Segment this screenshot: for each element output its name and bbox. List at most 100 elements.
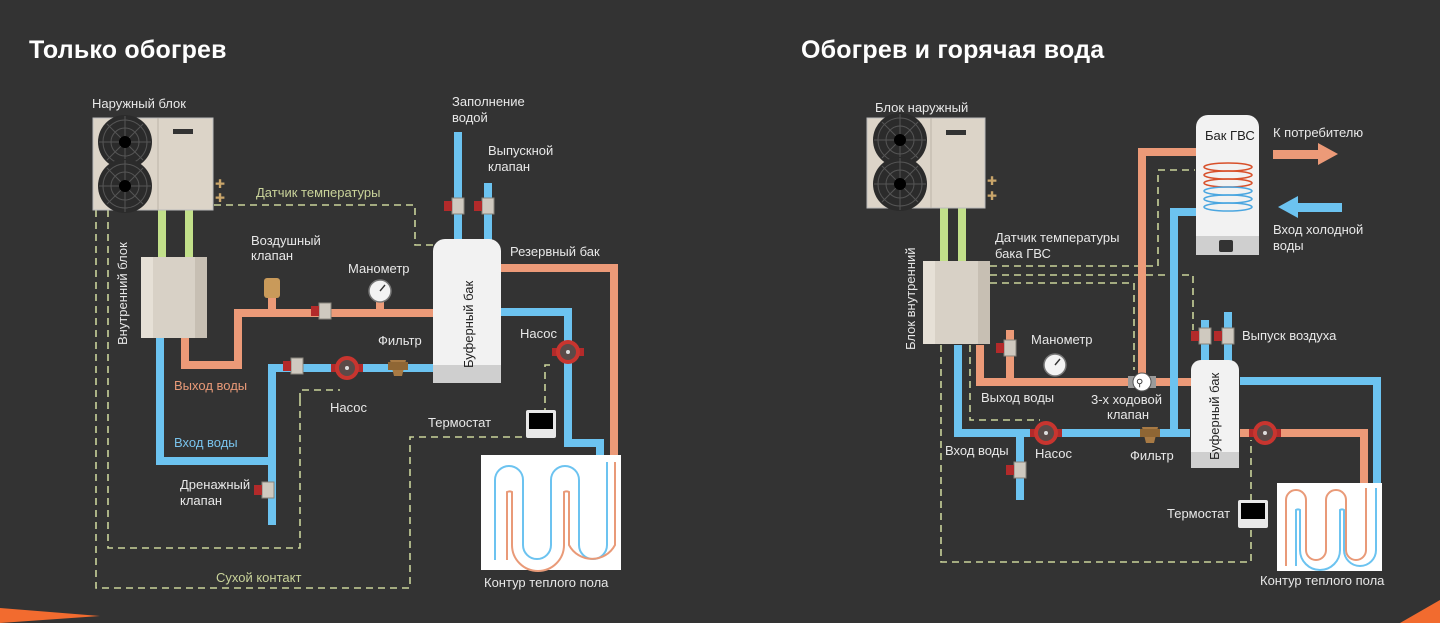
- label-pump-1: Насос: [330, 400, 367, 415]
- left-floor-circuit: [481, 455, 621, 572]
- svg-text:⚲: ⚲: [1136, 378, 1143, 389]
- left-diagram-title: Только обогрев: [29, 36, 227, 64]
- left-signal-inner-loop: [107, 210, 301, 549]
- left-indoor-unit: [141, 257, 207, 338]
- air-release-valve-icon: [1190, 327, 1212, 345]
- cold-water-in-arrow-icon: [1278, 196, 1342, 218]
- air-valve-icon: [264, 278, 280, 298]
- fan-icon: [97, 158, 153, 214]
- label-manometer: Манометр: [348, 261, 410, 276]
- right-cold-pipe-in: [954, 345, 1190, 437]
- label-indoor-unit: Блок внутренний: [903, 247, 918, 350]
- label-three-way-2: клапан: [1107, 407, 1149, 422]
- label-filter: Фильтр: [378, 333, 422, 348]
- left-signal-pump: [299, 389, 340, 400]
- label-to-consumer: К потребителю: [1273, 125, 1363, 140]
- ball-valve-icon: [995, 339, 1017, 357]
- label-dry-contact: Сухой контакт: [216, 570, 301, 585]
- drain-valve-icon: [253, 481, 275, 499]
- right-buffer-tank: [1191, 360, 1239, 468]
- pump-icon: [1030, 421, 1062, 445]
- svg-text:✚: ✚: [987, 189, 997, 203]
- label-pump: Насос: [1035, 446, 1072, 461]
- filter-icon: [1140, 427, 1160, 443]
- label-drain-valve-1: Дренажный: [180, 477, 250, 492]
- label-manometer: Манометр: [1031, 332, 1093, 347]
- right-dhw-hot-pipe: [1138, 148, 1200, 382]
- label-thermostat: Термостат: [428, 415, 491, 430]
- label-buffer-tank: Буферный бак: [1207, 372, 1222, 460]
- right-floor-circuit: [1277, 483, 1382, 571]
- right-diagram-title: Обогрев и горячая вода: [801, 36, 1105, 64]
- right-diagram: ✚ ✚ ⚲: [866, 100, 1385, 588]
- label-three-way-1: 3-х ходовой: [1091, 392, 1162, 407]
- svg-text:✚: ✚: [987, 174, 997, 188]
- right-dhw-cold-pipe: [1170, 208, 1200, 433]
- accent-stripe-right: [1400, 600, 1440, 623]
- release-valve-icon: [473, 197, 495, 215]
- right-indoor-unit: [923, 261, 990, 344]
- left-hot-pipe-out: [181, 309, 434, 369]
- left-outdoor-unit: ✚ ✚: [92, 114, 225, 214]
- label-thermostat: Термостат: [1167, 506, 1230, 521]
- label-dhw-tank: Бак ГВС: [1205, 128, 1255, 143]
- label-floor-circuit: Контур теплого пола: [484, 575, 609, 590]
- label-air-valve-2: клапан: [251, 248, 293, 263]
- pump-icon: [552, 340, 584, 364]
- svg-text:✚: ✚: [215, 191, 225, 205]
- label-indoor-unit: Внутренний блок: [115, 242, 130, 345]
- right-floor-cold-pipe: [1240, 377, 1381, 488]
- manometer-icon: [368, 279, 392, 303]
- label-cold-in-2: воды: [1273, 238, 1304, 253]
- svg-text:✚: ✚: [215, 177, 225, 191]
- fan-icon: [872, 156, 928, 212]
- right-outdoor-unit: ✚ ✚: [866, 112, 997, 212]
- label-buffer-tank: Буферный бак: [461, 280, 476, 368]
- left-signal-dry-contact: [95, 210, 530, 589]
- left-floor-supply-pipe: [494, 308, 604, 455]
- label-cold-in-1: Вход холодной: [1273, 222, 1363, 237]
- label-fill-water-1: Заполнение: [452, 94, 525, 109]
- right-hot-pipe-out: [976, 345, 1195, 386]
- right-signal-inner: [969, 345, 1040, 421]
- label-reserve-tank: Резервный бак: [510, 244, 600, 259]
- label-pump-2: Насос: [520, 326, 557, 341]
- three-way-valve-icon: ⚲: [1128, 372, 1156, 392]
- thermostat-icon: [526, 410, 556, 438]
- left-diagram: ✚ ✚ Наружный блок: [92, 94, 621, 590]
- label-fill-water-2: водой: [452, 110, 488, 125]
- left-buffer-tank: [433, 239, 501, 383]
- manometer-icon: [1043, 353, 1067, 377]
- label-water-out: Выход воды: [981, 390, 1054, 405]
- to-consumer-arrow-icon: [1273, 143, 1338, 165]
- label-air-valve-1: Воздушный: [251, 233, 321, 248]
- thermostat-icon: [1238, 500, 1268, 528]
- fill-valve-icon: [443, 197, 465, 215]
- label-release-valve-1: Выпускной: [488, 143, 553, 158]
- right-signal-dhw-sensor: [990, 169, 1195, 267]
- label-outdoor-unit: Блок наружный: [875, 100, 968, 115]
- pump-icon: [1249, 421, 1281, 445]
- left-reserve-pipe: [494, 264, 618, 455]
- pump-icon: [331, 356, 363, 380]
- label-dhw-sensor-1: Датчик температуры: [995, 230, 1119, 245]
- label-outdoor-unit: Наружный блок: [92, 96, 186, 111]
- accent-stripe-left: [0, 608, 100, 623]
- label-water-in: Вход воды: [945, 443, 1009, 458]
- label-dhw-sensor-2: бака ГВС: [995, 246, 1051, 261]
- right-signal-pump: [990, 282, 1135, 370]
- filter-icon: [388, 360, 408, 376]
- right-floor-hot-pipe: [1240, 429, 1368, 488]
- left-signal-temp-sensor: [214, 204, 433, 246]
- label-water-in: Вход воды: [174, 435, 238, 450]
- label-temp-sensor: Датчик температуры: [256, 185, 380, 200]
- left-cold-pump-pipe: [268, 364, 434, 461]
- label-drain-valve-2: клапан: [180, 493, 222, 508]
- label-filter: Фильтр: [1130, 448, 1174, 463]
- left-signal-thermostat-pump: [544, 364, 553, 415]
- air-release-valve-icon: [1213, 327, 1235, 345]
- label-water-out: Выход воды: [174, 378, 247, 393]
- dhw-tank: [1196, 115, 1259, 255]
- label-floor-circuit: Контур теплого пола: [1260, 573, 1385, 588]
